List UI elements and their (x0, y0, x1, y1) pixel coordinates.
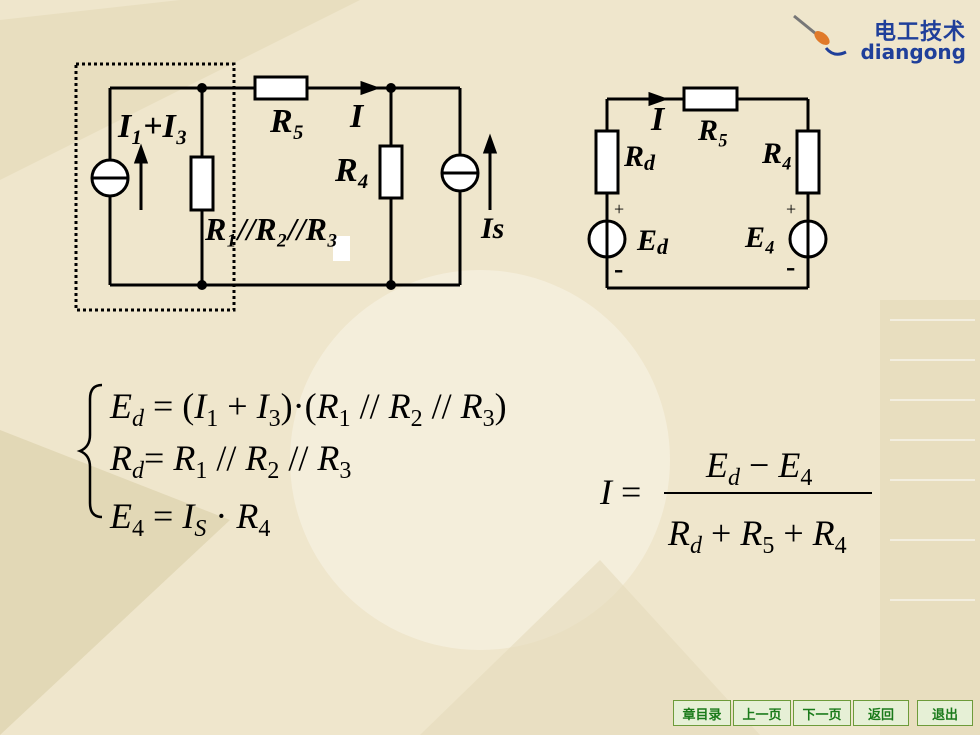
resistor-r4-right (795, 129, 821, 195)
previous-page-button[interactable]: 上一页 (733, 700, 791, 726)
resistor-r5 (253, 75, 309, 101)
voltage-source-ed (587, 219, 627, 259)
label-current-i: I (349, 98, 365, 135)
label-r5-right: R₅ (697, 114, 728, 147)
minus-sign-ed: - (614, 254, 623, 285)
arrow-right-icon (648, 91, 669, 107)
label-ed: Ed (636, 224, 669, 259)
label-is: Is (480, 212, 504, 245)
label-i1-plus-i3: I₁+I₃ (117, 108, 188, 145)
equation-ed: Ed = (I1 + I3)·(R1 // R2 // R3) (109, 386, 507, 432)
arrow-right-icon (360, 80, 381, 96)
label-r4-right: R₄ (761, 137, 792, 170)
current-source-is (440, 153, 480, 193)
resistor-r5-right (682, 86, 739, 112)
svg-text:I =: I = (599, 472, 641, 512)
label-r1-r2-r3: R₁//R₂//R₃ (204, 211, 338, 247)
left-brace (76, 383, 103, 519)
voltage-source-e4 (788, 219, 828, 259)
arrow-up-icon (133, 143, 149, 164)
logo-chinese-text: 电工技术 (873, 20, 966, 45)
arrow-up-icon (482, 133, 498, 154)
svg-text:Rd + R5 + R4: Rd + R5 + R4 (667, 513, 847, 559)
next-page-button[interactable]: 下一页 (793, 700, 851, 726)
resistor-r4 (378, 144, 404, 200)
equivalent-boundary-box (74, 62, 236, 312)
resistor-rd (594, 129, 620, 195)
exit-button[interactable]: 退出 (917, 700, 973, 726)
diangong-logo: 电工技术 diangong (786, 8, 966, 68)
equation-rd: Rd= R1 // R2 // R3 (109, 438, 351, 484)
plus-sign-ed: + (614, 199, 624, 219)
label-current-i-right: I (650, 101, 666, 138)
equation-e4: E4 = IS · R4 (109, 496, 270, 542)
plus-sign-e4: + (786, 199, 796, 219)
probe-icon (793, 14, 847, 56)
label-r5: R₅ (269, 103, 305, 140)
back-button[interactable]: 返回 (853, 700, 909, 726)
label-rd: Rd (623, 140, 656, 175)
minus-sign-e4: - (786, 252, 795, 283)
label-e4: E₄ (744, 221, 775, 254)
logo-english-text: diangong (860, 40, 966, 64)
white-patch (333, 236, 350, 261)
current-formula: I = Ed − E4 Rd + R5 + R4 (599, 445, 872, 559)
equation-system: Ed = (I1 + I3)·(R1 // R2 // R3) Rd= R1 /… (76, 383, 507, 542)
resistor-r123 (189, 155, 215, 212)
svg-text:Ed − E4: Ed − E4 (705, 445, 812, 491)
current-source-left (90, 158, 130, 198)
slide-navigation: 章目录 上一页 下一页 返回 退出 (673, 700, 973, 726)
chapter-contents-button[interactable]: 章目录 (673, 700, 731, 726)
label-r4: R₄ (334, 152, 370, 189)
